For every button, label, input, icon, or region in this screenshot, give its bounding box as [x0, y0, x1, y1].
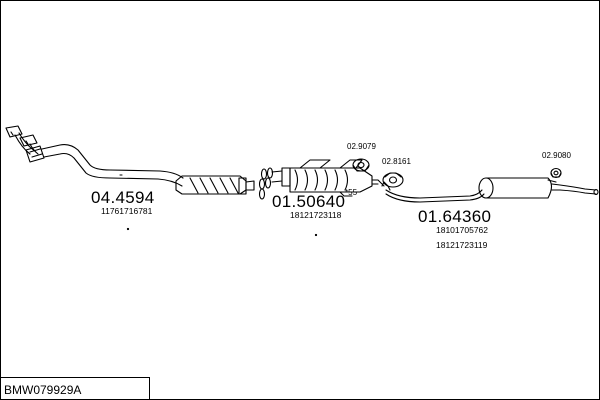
accessory-code-02-8161: 02.8161 [382, 157, 411, 166]
oe-number-rear-silencer-2: 18121723119 [436, 240, 488, 250]
rear-silencer [381, 177, 599, 203]
oe-number-front-pipe: 11761716781 [101, 206, 153, 216]
accessory-code-02-9079: 02.9079 [347, 142, 376, 151]
part-number-front-pipe: 04.4594 [91, 188, 155, 207]
accessory-02-9080-drawing [550, 167, 562, 179]
part-number-rear-silencer: 01.64360 [418, 207, 492, 226]
accessory-02-9079-drawing [352, 158, 370, 172]
accessory-02-8161-drawing [382, 172, 404, 188]
accessory-code-star-55: *55 [345, 188, 358, 197]
part-number-centre-silencer: 01.50640 [272, 192, 346, 211]
reference-box: BMW079929A [0, 377, 150, 399]
front-pipe [5, 125, 255, 195]
reference-code: BMW079929A [4, 383, 82, 397]
accessory-code-02-9080: 02.9080 [542, 151, 571, 160]
oe-number-centre-silencer: 18121723118 [290, 210, 342, 220]
oe-number-rear-silencer-1: 18101705762 [436, 225, 489, 235]
